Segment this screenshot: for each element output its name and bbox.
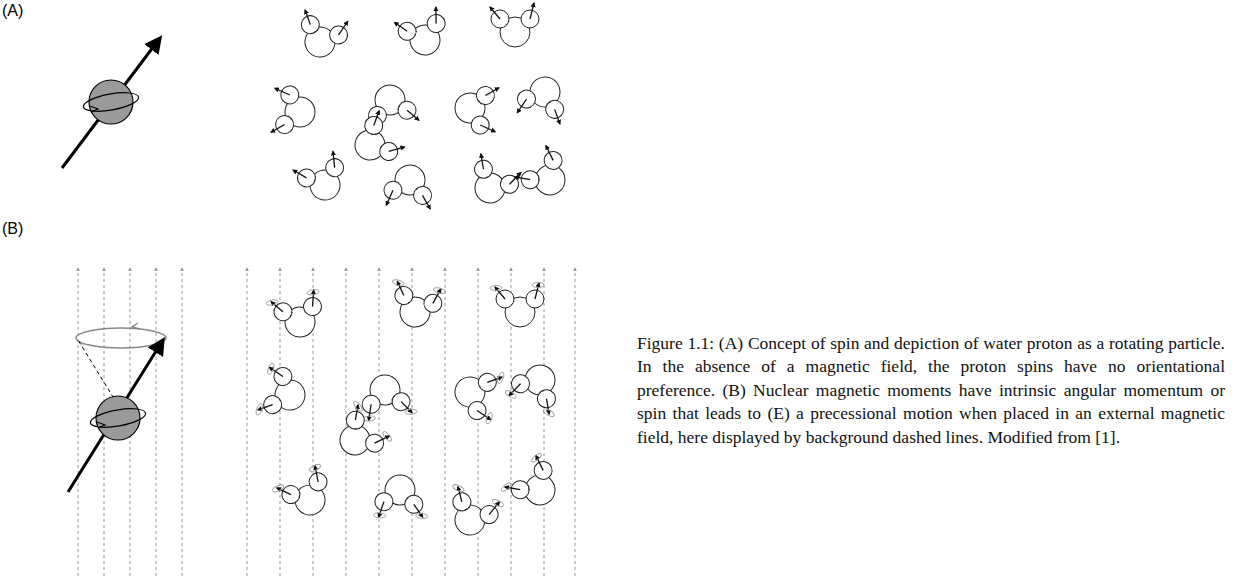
figure-caption: Figure 1.1: (A) Concept of spin and depi… bbox=[637, 332, 1225, 449]
spin-particle bbox=[62, 38, 160, 168]
panel-label: (A) bbox=[2, 2, 23, 20]
precessing-water-molecules bbox=[252, 276, 573, 544]
precessing-spin bbox=[68, 323, 166, 492]
field-lines bbox=[78, 268, 575, 576]
panel-label: (B) bbox=[2, 220, 23, 238]
water-molecules bbox=[267, 3, 578, 213]
